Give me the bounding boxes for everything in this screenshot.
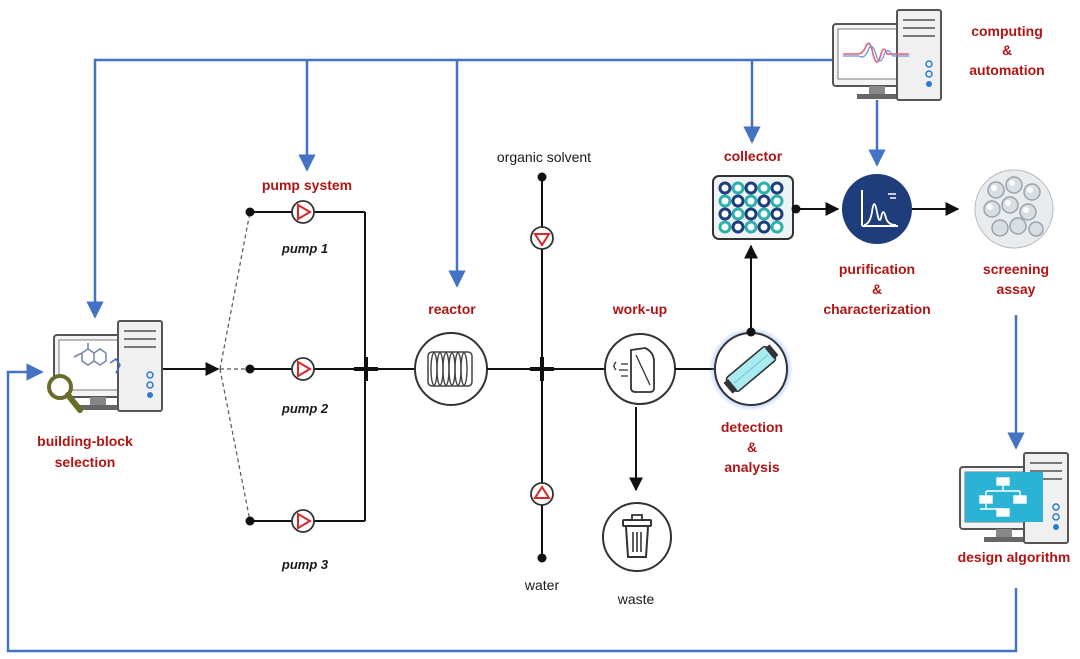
purification-label-3: characterization (823, 301, 930, 317)
computing-label-3: automation (969, 62, 1044, 78)
pump-3-icon (291, 509, 315, 533)
pump-1-icon (291, 200, 315, 224)
pump-3-label: pump 3 (281, 557, 329, 572)
pump3-inlet (245, 516, 255, 526)
water-pump-icon (530, 482, 554, 506)
waste-label: waste (617, 591, 655, 607)
detector-icon (709, 327, 793, 411)
magnifier-icon (47, 374, 83, 413)
pump-2-label: pump 2 (281, 401, 329, 416)
organic-solvent-inlet (537, 172, 547, 182)
pump1-inlet (245, 207, 255, 217)
pump-2-icon (291, 357, 315, 381)
purification-label-2: & (872, 281, 882, 297)
solvent-mixer-cross (530, 357, 554, 381)
computing-automation-computer (832, 9, 942, 101)
detection-label-2: & (747, 439, 757, 455)
pump-1-label: pump 1 (281, 241, 328, 256)
collector-label: collector (724, 148, 783, 164)
work-up-label: work-up (612, 301, 667, 317)
design-algorithm-computer (959, 452, 1069, 544)
detection-label-1: detection (721, 419, 783, 435)
work-up-icon (604, 333, 676, 405)
pump2-inlet (245, 364, 255, 374)
solvent-pump-icon (530, 226, 554, 250)
screening-label-1: screening (983, 261, 1049, 277)
water-inlet (537, 553, 547, 563)
screening-tubes-icon (974, 169, 1054, 249)
computing-label-2: & (1002, 42, 1012, 58)
control-lines (6, 58, 1025, 653)
detection-label-3: analysis (724, 459, 779, 475)
reactor-coil-icon (414, 332, 488, 406)
mixer-cross (354, 357, 378, 381)
trash-icon (602, 502, 672, 572)
reactor-label: reactor (428, 301, 476, 317)
detector-top-node (746, 327, 756, 337)
well-plate-icon (712, 175, 794, 240)
building-block-label-2: selection (55, 454, 116, 470)
chromatogram-icon (842, 174, 912, 244)
organic-solvent-label: organic solvent (497, 149, 591, 165)
water-label: water (524, 577, 560, 593)
building-block-label-1: building-block (37, 433, 133, 449)
design-algorithm-label: design algorithm (958, 549, 1071, 565)
computing-label-1: computing (971, 23, 1043, 39)
collector-outlet (791, 204, 801, 214)
pump-lines (250, 211, 415, 522)
pump-system-label: pump system (262, 177, 352, 193)
purification-label-1: purification (839, 261, 915, 277)
screening-label-2: assay (997, 281, 1036, 297)
building-block-computer (53, 320, 163, 412)
split-dashes (219, 211, 251, 522)
